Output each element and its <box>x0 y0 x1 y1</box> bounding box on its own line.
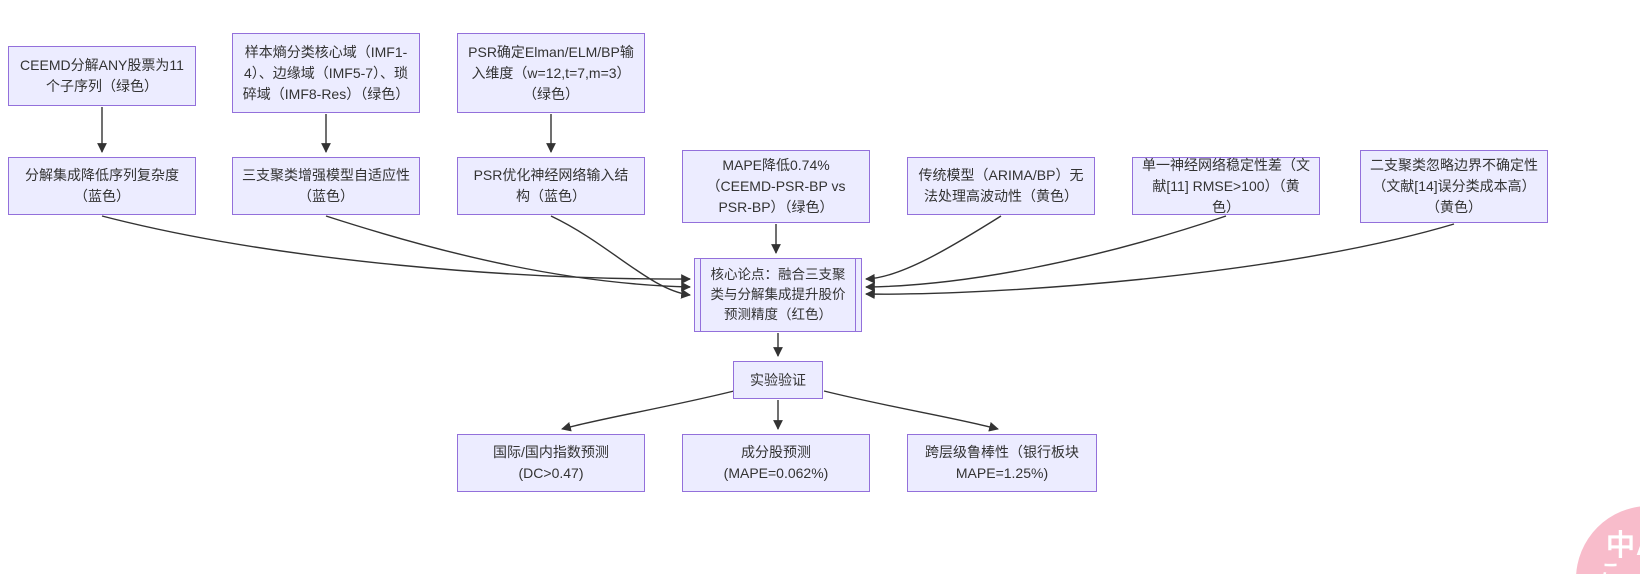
node-two-way-clustering-limit: 二支聚类忽略边界不确定性（文献[14]误分类成本高）（黄色） <box>1360 150 1548 223</box>
edge-experiment-index <box>561 390 735 432</box>
edge-threeway-core <box>325 215 691 292</box>
edge-twoway-core <box>865 223 1455 300</box>
node-label: MAPE降低0.74%（CEEMD-PSR-BP vs PSR-BP）（绿色） <box>706 157 846 215</box>
node-ceemd-decomposition: CEEMD分解ANY股票为11个子序列（绿色） <box>8 46 196 106</box>
node-label: 成分股预测 (MAPE=0.062%) <box>723 444 829 481</box>
node-traditional-model-limit: 传统模型（ARIMA/BP）无法处理高波动性（黄色） <box>907 157 1095 215</box>
node-label: 二支聚类忽略边界不确定性（文献[14]误分类成本高）（黄色） <box>1370 157 1538 215</box>
node-label: PSR确定Elman/ELM/BP输入维度（w=12,t=7,m=3）（绿色） <box>468 43 634 102</box>
node-sample-entropy: 样本熵分类核心域（IMF1-4）、边缘域（IMF5-7）、琐碎域（IMF8-Re… <box>232 33 420 113</box>
edge-traditional-core <box>865 215 1002 284</box>
node-constituent-prediction: 成分股预测 (MAPE=0.062%) <box>682 434 870 492</box>
node-label: 样本熵分类核心域（IMF1-4）、边缘域（IMF5-7）、琐碎域（IMF8-Re… <box>242 43 410 102</box>
node-index-prediction: 国际/国内指数预测 (DC>0.47) <box>457 434 645 492</box>
translate-icon-stroke: こ <box>1600 561 1621 574</box>
translate-button[interactable]: 中A こ <box>1576 506 1640 574</box>
node-label: 国际/国内指数预测 (DC>0.47) <box>493 444 609 481</box>
edge-singlenn-core <box>865 215 1227 292</box>
node-cross-level-robustness: 跨层级鲁棒性（银行板块 MAPE=1.25%) <box>907 434 1097 492</box>
node-label: 传统模型（ARIMA/BP）无法处理高波动性（黄色） <box>918 167 1084 204</box>
node-label: 实验验证 <box>750 371 806 388</box>
edge-decomp-core <box>101 215 691 284</box>
node-mape-reduction: MAPE降低0.74%（CEEMD-PSR-BP vs PSR-BP）（绿色） <box>682 150 870 223</box>
edge-experiment-robust <box>823 390 999 432</box>
node-three-way-clustering: 三支聚类增强模型自适应性（蓝色） <box>232 157 420 215</box>
node-label: 单一神经网络稳定性差（文献[11] RMSE>100）（黄色） <box>1142 156 1310 215</box>
node-label: 跨层级鲁棒性（银行板块 MAPE=1.25%) <box>925 444 1079 481</box>
translate-icon: 中A <box>1606 530 1640 562</box>
node-label: CEEMD分解ANY股票为11个子序列（绿色） <box>20 57 184 94</box>
node-experiment-validation: 实验验证 <box>733 361 823 399</box>
node-core-thesis: 核心论点：融合三支聚类与分解集成提升股价预测精度（红色） <box>694 258 862 332</box>
node-psr-optimization: PSR优化神经网络输入结构（蓝色） <box>457 157 645 215</box>
node-label: 三支聚类增强模型自适应性（蓝色） <box>242 167 410 204</box>
node-label: 分解集成降低序列复杂度（蓝色） <box>25 167 179 204</box>
node-single-nn-instability: 单一神经网络稳定性差（文献[11] RMSE>100）（黄色） <box>1132 157 1320 215</box>
node-decomposition-ensemble: 分解集成降低序列复杂度（蓝色） <box>8 157 196 215</box>
node-label: PSR优化神经网络输入结构（蓝色） <box>473 167 629 204</box>
edge-psropt-core <box>550 215 691 299</box>
node-psr-input-dimension: PSR确定Elman/ELM/BP输入维度（w=12,t=7,m=3）（绿色） <box>457 33 645 113</box>
node-label: 核心论点：融合三支聚类与分解集成提升股价预测精度（红色） <box>710 267 846 322</box>
